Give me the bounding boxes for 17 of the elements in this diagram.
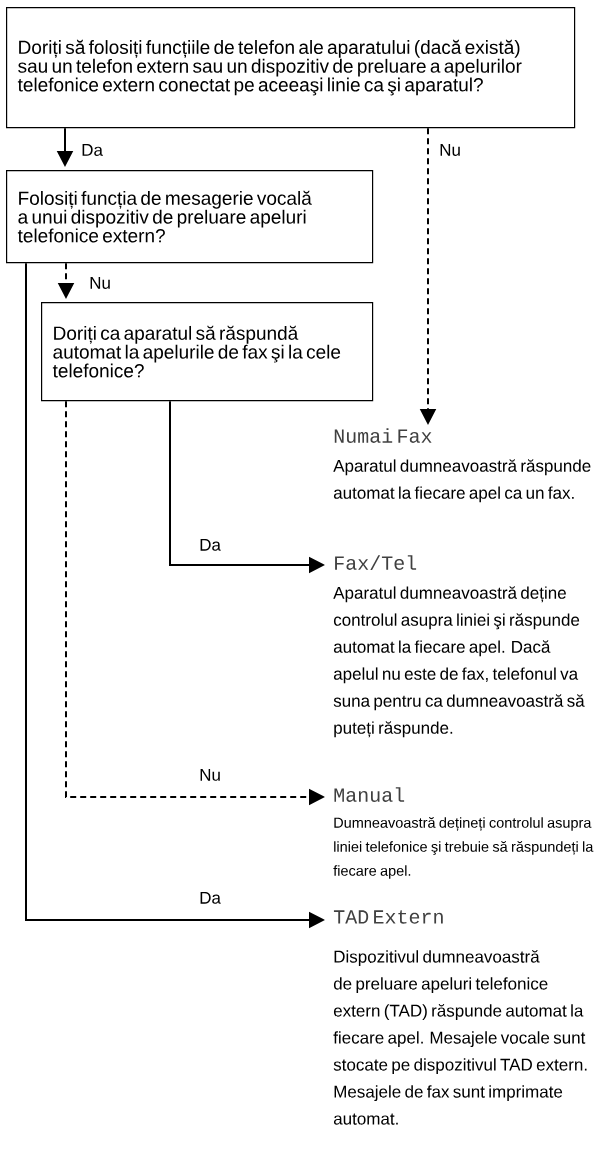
mode-title: Manual xyxy=(334,787,405,802)
edge-label: Da xyxy=(80,143,104,157)
mode-description: Dispozitivul dumneavoastră de preluare apeluri telefonice extern (TAD) răspunde automat la fiecare apel. Mesajele vocale sunt stocate pe dispozitivul TAD extern. Mesajele de fax sunt imprimate automat. xyxy=(333,950,587,1125)
edge-label: Da xyxy=(198,890,222,905)
edge-label: Nu xyxy=(88,276,112,290)
edge-label: Nu xyxy=(438,143,462,157)
question-box: Doriți ca aparatul să răspundă automat la apelurile de fax şi la cele telefonice? xyxy=(41,302,374,402)
edge-label: Da xyxy=(198,537,222,552)
mode-title: Numai Fax xyxy=(334,428,432,443)
mode-title: Fax/Tel xyxy=(335,555,417,570)
edge-label: Nu xyxy=(198,767,222,782)
mode-description: Aparatul dumneavoastră deține controlul asupra liniei şi răspunde automat la fiecare apel. Dacă apelul nu este de fax, telefonul va suna pentru ca dumneavoastră să puteți răspunde. xyxy=(333,586,585,738)
mode-description: Dumneavoastră dețineți controlul asupra liniei telefonice şi trebuie să răspundeți la fiecare apel. xyxy=(333,817,594,879)
question-box: Doriți să folosiți funcțiile de telefon ale aparatului (dacă există) sau un telefon extern sau un dispozitiv de preluare a apelurilor telefonice extern conectat pe aceeaşi linie ca şi aparatul? xyxy=(6,7,576,129)
mode-description: Aparatul dumneavoastră răspunde automat la fiecare apel ca un fax. xyxy=(333,459,591,503)
mode-title: TAD Extern xyxy=(333,910,443,924)
question-box: Folosiți funcția de mesagerie vocală a unui dispozitiv de preluare apeluri telefonice extern? xyxy=(6,170,374,264)
